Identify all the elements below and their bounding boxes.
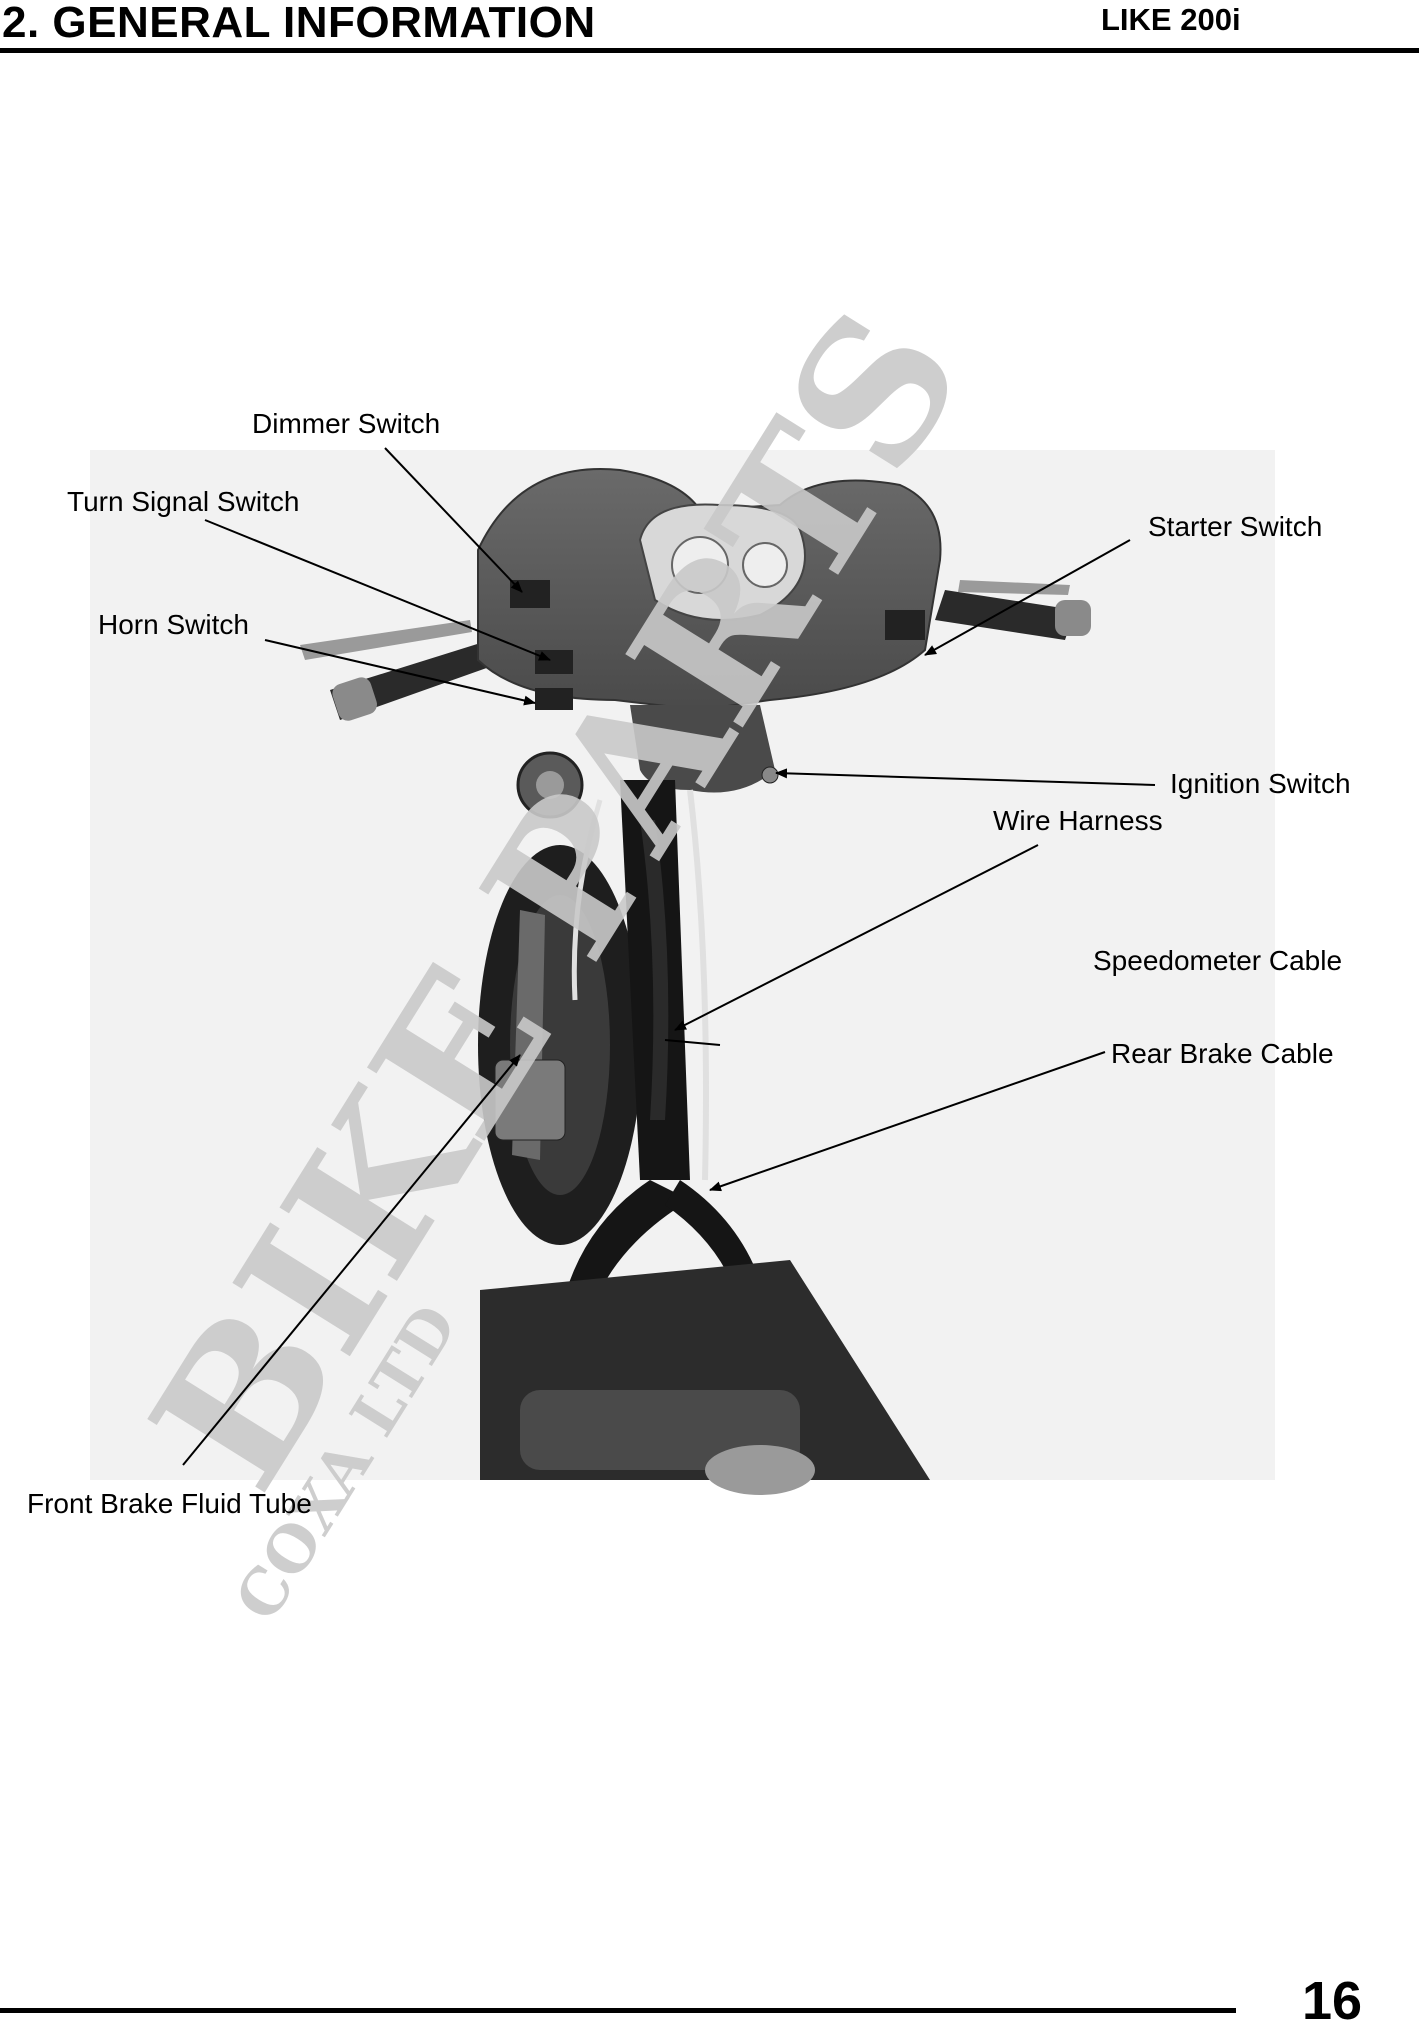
- label-speedometer-cable: Speedometer Cable: [1093, 945, 1342, 976]
- leader-horn-switch: [264, 639, 536, 706]
- leader-speedometer-cable: [664, 1039, 721, 1046]
- handlebar: [300, 580, 1091, 721]
- dimmer-switch-graphic: [510, 580, 550, 608]
- label-ignition-switch: Ignition Switch: [1170, 768, 1351, 799]
- page-number: 16: [1302, 1971, 1363, 2031]
- steering-housing: [630, 705, 775, 793]
- label-starter-switch: Starter Switch: [1148, 511, 1322, 542]
- leader-starter-switch: [924, 539, 1131, 656]
- horn-switch-graphic: [535, 688, 573, 710]
- starter-switch-graphic: [885, 610, 925, 640]
- label-dimmer-switch: Dimmer Switch: [252, 408, 440, 439]
- footer-divider: [0, 2008, 1236, 2013]
- turn-signal-switch-graphic: [535, 650, 573, 674]
- leader-rear-brake-cable: [709, 1051, 1106, 1192]
- leader-dimmer-switch: [384, 447, 523, 593]
- model-name: LIKE 200i: [1101, 2, 1241, 37]
- label-front-brake-fluid-tube: Front Brake Fluid Tube: [27, 1488, 312, 1519]
- section-title: 2. GENERAL INFORMATION: [2, 0, 596, 47]
- label-horn-switch: Horn Switch: [98, 609, 249, 640]
- leader-front-brake-fluid-tube: [182, 1054, 521, 1466]
- leader-ignition-switch: [775, 768, 1156, 786]
- header-divider: [0, 48, 1419, 53]
- leader-turn-signal-switch: [204, 519, 551, 661]
- wire-harness-graphic: [640, 820, 669, 1120]
- label-wire-harness: Wire Harness: [993, 805, 1163, 836]
- rear-brake-cable-graphic: [687, 789, 709, 1181]
- leader-wire-harness: [674, 844, 1039, 1031]
- leader-lines: [182, 447, 1156, 1466]
- label-turn-signal-switch: Turn Signal Switch: [67, 486, 299, 517]
- label-rear-brake-cable: Rear Brake Cable: [1111, 1038, 1334, 1069]
- brake-caliper: [494, 1059, 566, 1141]
